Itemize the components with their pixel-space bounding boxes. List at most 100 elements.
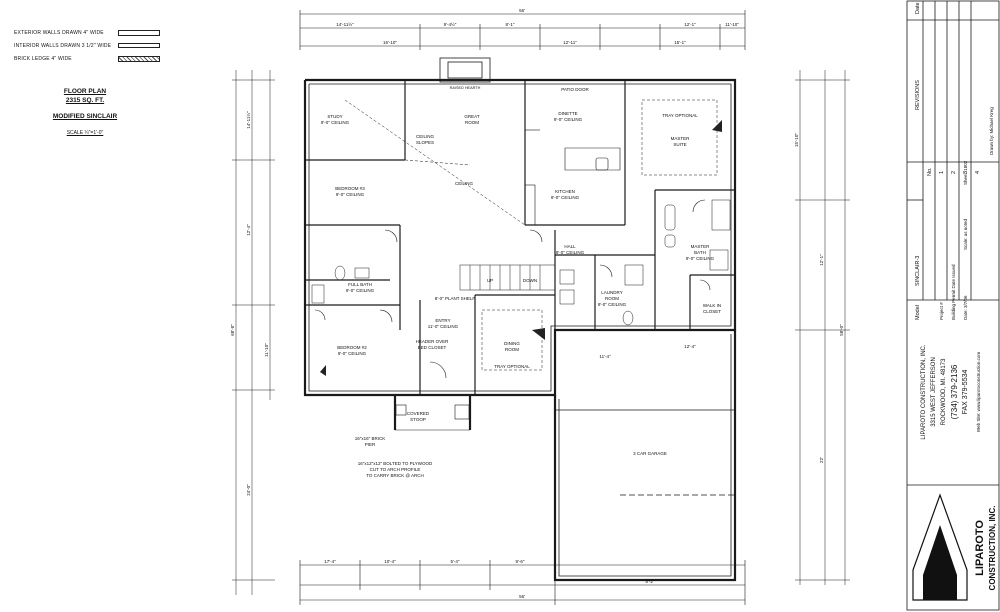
covered-stoop-label-2: STOOP: [410, 417, 426, 422]
brick-pier-note: 16"x16" BRICK: [355, 436, 385, 441]
header-note: HEADER OVER: [416, 339, 450, 344]
room-kitchen-label: KITCHEN: [555, 189, 575, 194]
plant-shelf-label: 8'-0" PLANT SHELF: [435, 296, 476, 301]
model-value: SINCLAIR-3: [915, 256, 921, 286]
dim-top-overall: 56': [519, 8, 525, 13]
room-study-ceiling: 9'-0" CEILING: [321, 120, 350, 125]
stair-up-label: UP: [487, 278, 493, 283]
hearth-label: RAISED HEARTH: [450, 86, 481, 90]
model-header: Model: [915, 305, 921, 320]
garage-label: 3 CAR GARAGE: [633, 451, 667, 456]
room-dinette-ceiling: 9'-0" CEILING: [554, 117, 583, 122]
company-phone: (734) 379-2136: [950, 364, 959, 419]
room-full-bath-label: FULL BATH: [348, 282, 372, 287]
brick-arch-note-3: TO CARRY BRICK @ ARCH: [366, 473, 424, 478]
scale-row: Scale: as noted: [963, 218, 968, 250]
dim-left-1: 14'-11½": [245, 111, 251, 129]
legend-exterior-swatch: [118, 30, 160, 36]
company-address-1: 3315 WEST JEFFERSON: [931, 357, 937, 427]
covered-stoop-label: COVERED: [407, 411, 430, 416]
legend-interior-label: INTERIOR WALLS DRAWN 3 1/2" WIDE: [14, 43, 112, 49]
dim-right-3: 22': [819, 457, 824, 463]
room-study-label: STUDY: [327, 114, 342, 119]
ceiling-slopes-label: CEILING: [416, 134, 435, 139]
plan-title-line1: FLOOR PLAN: [63, 88, 107, 95]
room-bedroom3-label: BEDROOM #3: [335, 186, 365, 191]
revision-row-2: 2: [951, 171, 957, 174]
brick-arch-note: 16"x12"x12" BOLTED TO PLYWOOD: [358, 461, 433, 466]
room-entry-ceiling: 11'-0" CEILING: [428, 324, 459, 329]
room-great-label: GREAT: [464, 114, 479, 119]
room-full-bath-ceiling: 9'-0" CEILING: [346, 288, 375, 293]
room-master-bath-label: MASTER: [691, 244, 711, 249]
brick-arch-note-2: CUT TO ARCH PROFILE: [370, 467, 421, 472]
room-dining-label-2: ROOM: [505, 347, 519, 352]
room-walk-in-label: WALK IN: [703, 303, 721, 308]
room-laundry-label-2: ROOM: [605, 296, 619, 301]
dim-top-7: 12'-11": [563, 40, 577, 45]
dim-top-8: 15'-1": [674, 40, 686, 45]
room-dining-label: DINING: [504, 341, 520, 346]
room-laundry-label: LAUNDRY: [601, 290, 622, 295]
dim-left-2: 12'-4": [246, 224, 251, 236]
floor-plan: STUDY 9'-0" CEILING GREAT ROOM DINETTE 9…: [230, 8, 850, 605]
room-dinette-label: DINETTE: [558, 111, 577, 116]
title-block: Date REVISIONS No. 1 2 3 4 Drawn by: Mic…: [906, 0, 1000, 611]
kitchen-counters: [524, 129, 621, 226]
drawn-by: Drawn by: Michael Kreg: [989, 107, 994, 155]
sheet-row: Sheet: 1802: [963, 160, 968, 185]
room-master-bath-label-2: BATH: [694, 250, 706, 255]
room-walk-in-label-2: CLOSET: [703, 309, 721, 314]
room-tray-label: TRAY OPTIONAL: [662, 113, 698, 118]
room-bedroom3-ceiling: 9'-0" CEILING: [336, 192, 365, 197]
title-no-header: No.: [927, 167, 933, 176]
dim-top-4: 12'-1": [684, 22, 696, 27]
revision-row-1: 1: [939, 171, 945, 174]
revision-row-4: 4: [975, 171, 981, 174]
dim-top-3: 8'-1": [506, 22, 515, 27]
room-hall-ceiling: 9'-0" CEILING: [556, 250, 585, 255]
dim-mid-2: 12'-4": [684, 344, 696, 349]
room-bedroom2-ceiling: 9'-0" CEILING: [338, 351, 367, 356]
room-master-bath-ceiling: 9'-0" CEILING: [686, 256, 715, 261]
ceiling-slopes-label-2: SLOPES: [416, 140, 434, 145]
dim-top-6: 16'-10": [383, 40, 397, 45]
title-date-header: Date: [915, 2, 921, 14]
plan-title-model: MODIFIED SINCLAIR: [52, 113, 118, 120]
room-master-suite-label: MASTER: [671, 136, 691, 141]
legend-brick-swatch: [118, 56, 160, 62]
ceiling-label: CEILING: [455, 181, 474, 186]
plan-title-scale: SCALE ¼"=1'-0": [66, 130, 104, 136]
dim-top-5: 11'-10": [725, 22, 739, 27]
logo-text-2: CONSTRUCTION, INC.: [988, 506, 997, 591]
stair-down-label: DOWN: [523, 278, 537, 283]
dim-bottom-overall: 56': [519, 594, 525, 599]
project-number: Project #: [939, 302, 944, 320]
dimension-lines: [232, 10, 850, 605]
room-entry-label: ENTRY: [435, 318, 450, 323]
tray-dining-label: TRAY OPTIONAL: [494, 364, 530, 369]
dim-bot-4: 9'-6": [516, 559, 525, 564]
interior-walls: [305, 80, 735, 395]
company-name: LIPAROTO CONSTRUCTION, INC.: [921, 344, 927, 439]
dim-top-2: 9'-4½": [444, 21, 457, 27]
room-great-label-2: ROOM: [465, 120, 479, 125]
room-hall-label: HALL: [564, 244, 576, 249]
dim-bot-1: 17'-4": [324, 559, 336, 564]
dim-right-2: 12'-1": [819, 254, 824, 266]
company-address-2: ROCKWOOD, MI. 48173: [941, 358, 947, 425]
dim-right-overall: 58'-0": [839, 324, 844, 336]
legend-brick-label: BRICK LEDGE 4" WIDE: [14, 56, 72, 62]
dim-mid-1: 11'-4": [599, 354, 611, 359]
patio-door-label: PATIO DOOR: [561, 87, 589, 92]
bath-fixtures: [311, 199, 731, 326]
brick-pier-note-2: PIER: [365, 442, 376, 447]
dim-bot-3: 5'-4": [451, 559, 460, 564]
dim-left-3: 11'-10": [264, 343, 269, 357]
plan-title-sqft: 2315 SQ. FT.: [65, 97, 105, 104]
room-kitchen-ceiling: 9'-0" CEILING: [551, 195, 580, 200]
dim-left-overall: 68'-8": [230, 324, 235, 336]
legend-exterior-label: EXTERIOR WALLS DRAWN 4" WIDE: [14, 30, 104, 36]
dim-right-1: 15'-10": [794, 133, 799, 147]
exterior-walls: [303, 78, 737, 582]
